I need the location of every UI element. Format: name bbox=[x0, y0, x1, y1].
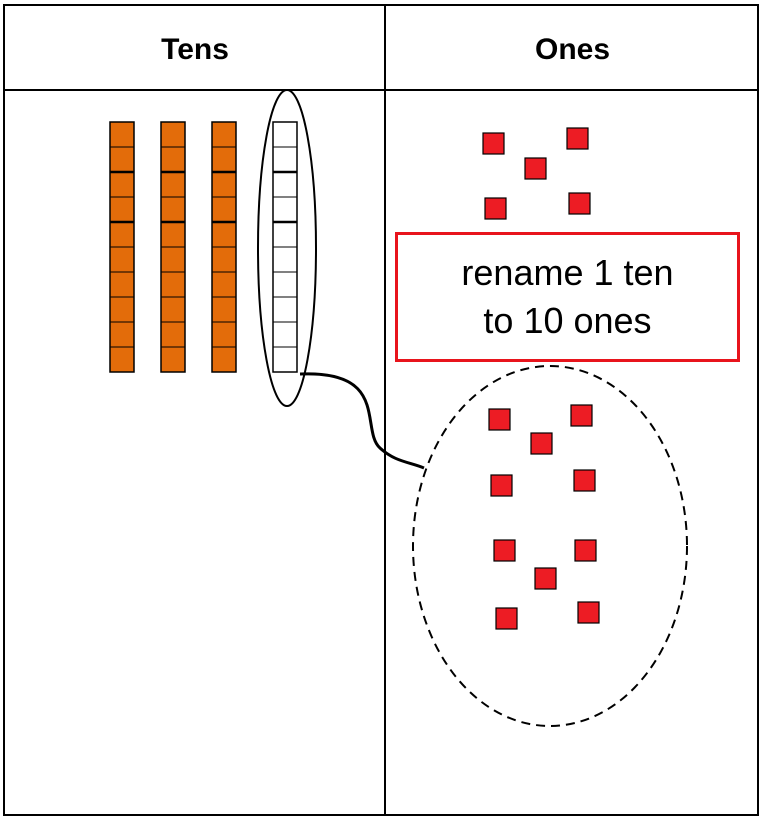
regrouped-one-cube bbox=[573, 469, 596, 492]
one-cube bbox=[568, 192, 591, 215]
regrouped-one-cube bbox=[534, 567, 557, 590]
one-cube bbox=[524, 157, 547, 180]
regrouped-ten-rod bbox=[272, 121, 298, 373]
regrouped-one-cube bbox=[493, 539, 516, 562]
regrouped-one-cube bbox=[490, 474, 513, 497]
regroup-ellipse bbox=[257, 89, 317, 407]
table-border bbox=[3, 4, 759, 816]
ten-rod bbox=[109, 121, 135, 373]
tens-rods bbox=[109, 121, 298, 373]
ones-cubes bbox=[482, 127, 600, 630]
callout-line-2: to 10 ones bbox=[483, 300, 652, 341]
one-cube bbox=[484, 197, 507, 220]
callout-line-1: rename 1 ten bbox=[461, 252, 674, 293]
regrouped-ones-ellipse bbox=[412, 365, 688, 727]
one-cube bbox=[566, 127, 589, 150]
ten-rod bbox=[160, 121, 186, 373]
ten-rod bbox=[211, 121, 237, 373]
regrouped-one-cube bbox=[495, 607, 518, 630]
regrouped-one-cube bbox=[577, 601, 600, 624]
one-cube bbox=[482, 132, 505, 155]
regroup-connector bbox=[299, 372, 425, 470]
ones-header: Ones bbox=[534, 33, 611, 66]
rename-callout: rename 1 ten to 10 ones bbox=[395, 232, 740, 362]
regrouped-one-cube bbox=[570, 404, 593, 427]
regrouped-one-cube bbox=[530, 432, 553, 455]
tens-header: Tens bbox=[161, 33, 229, 66]
regrouped-one-cube bbox=[488, 408, 511, 431]
regrouped-one-cube bbox=[574, 539, 597, 562]
